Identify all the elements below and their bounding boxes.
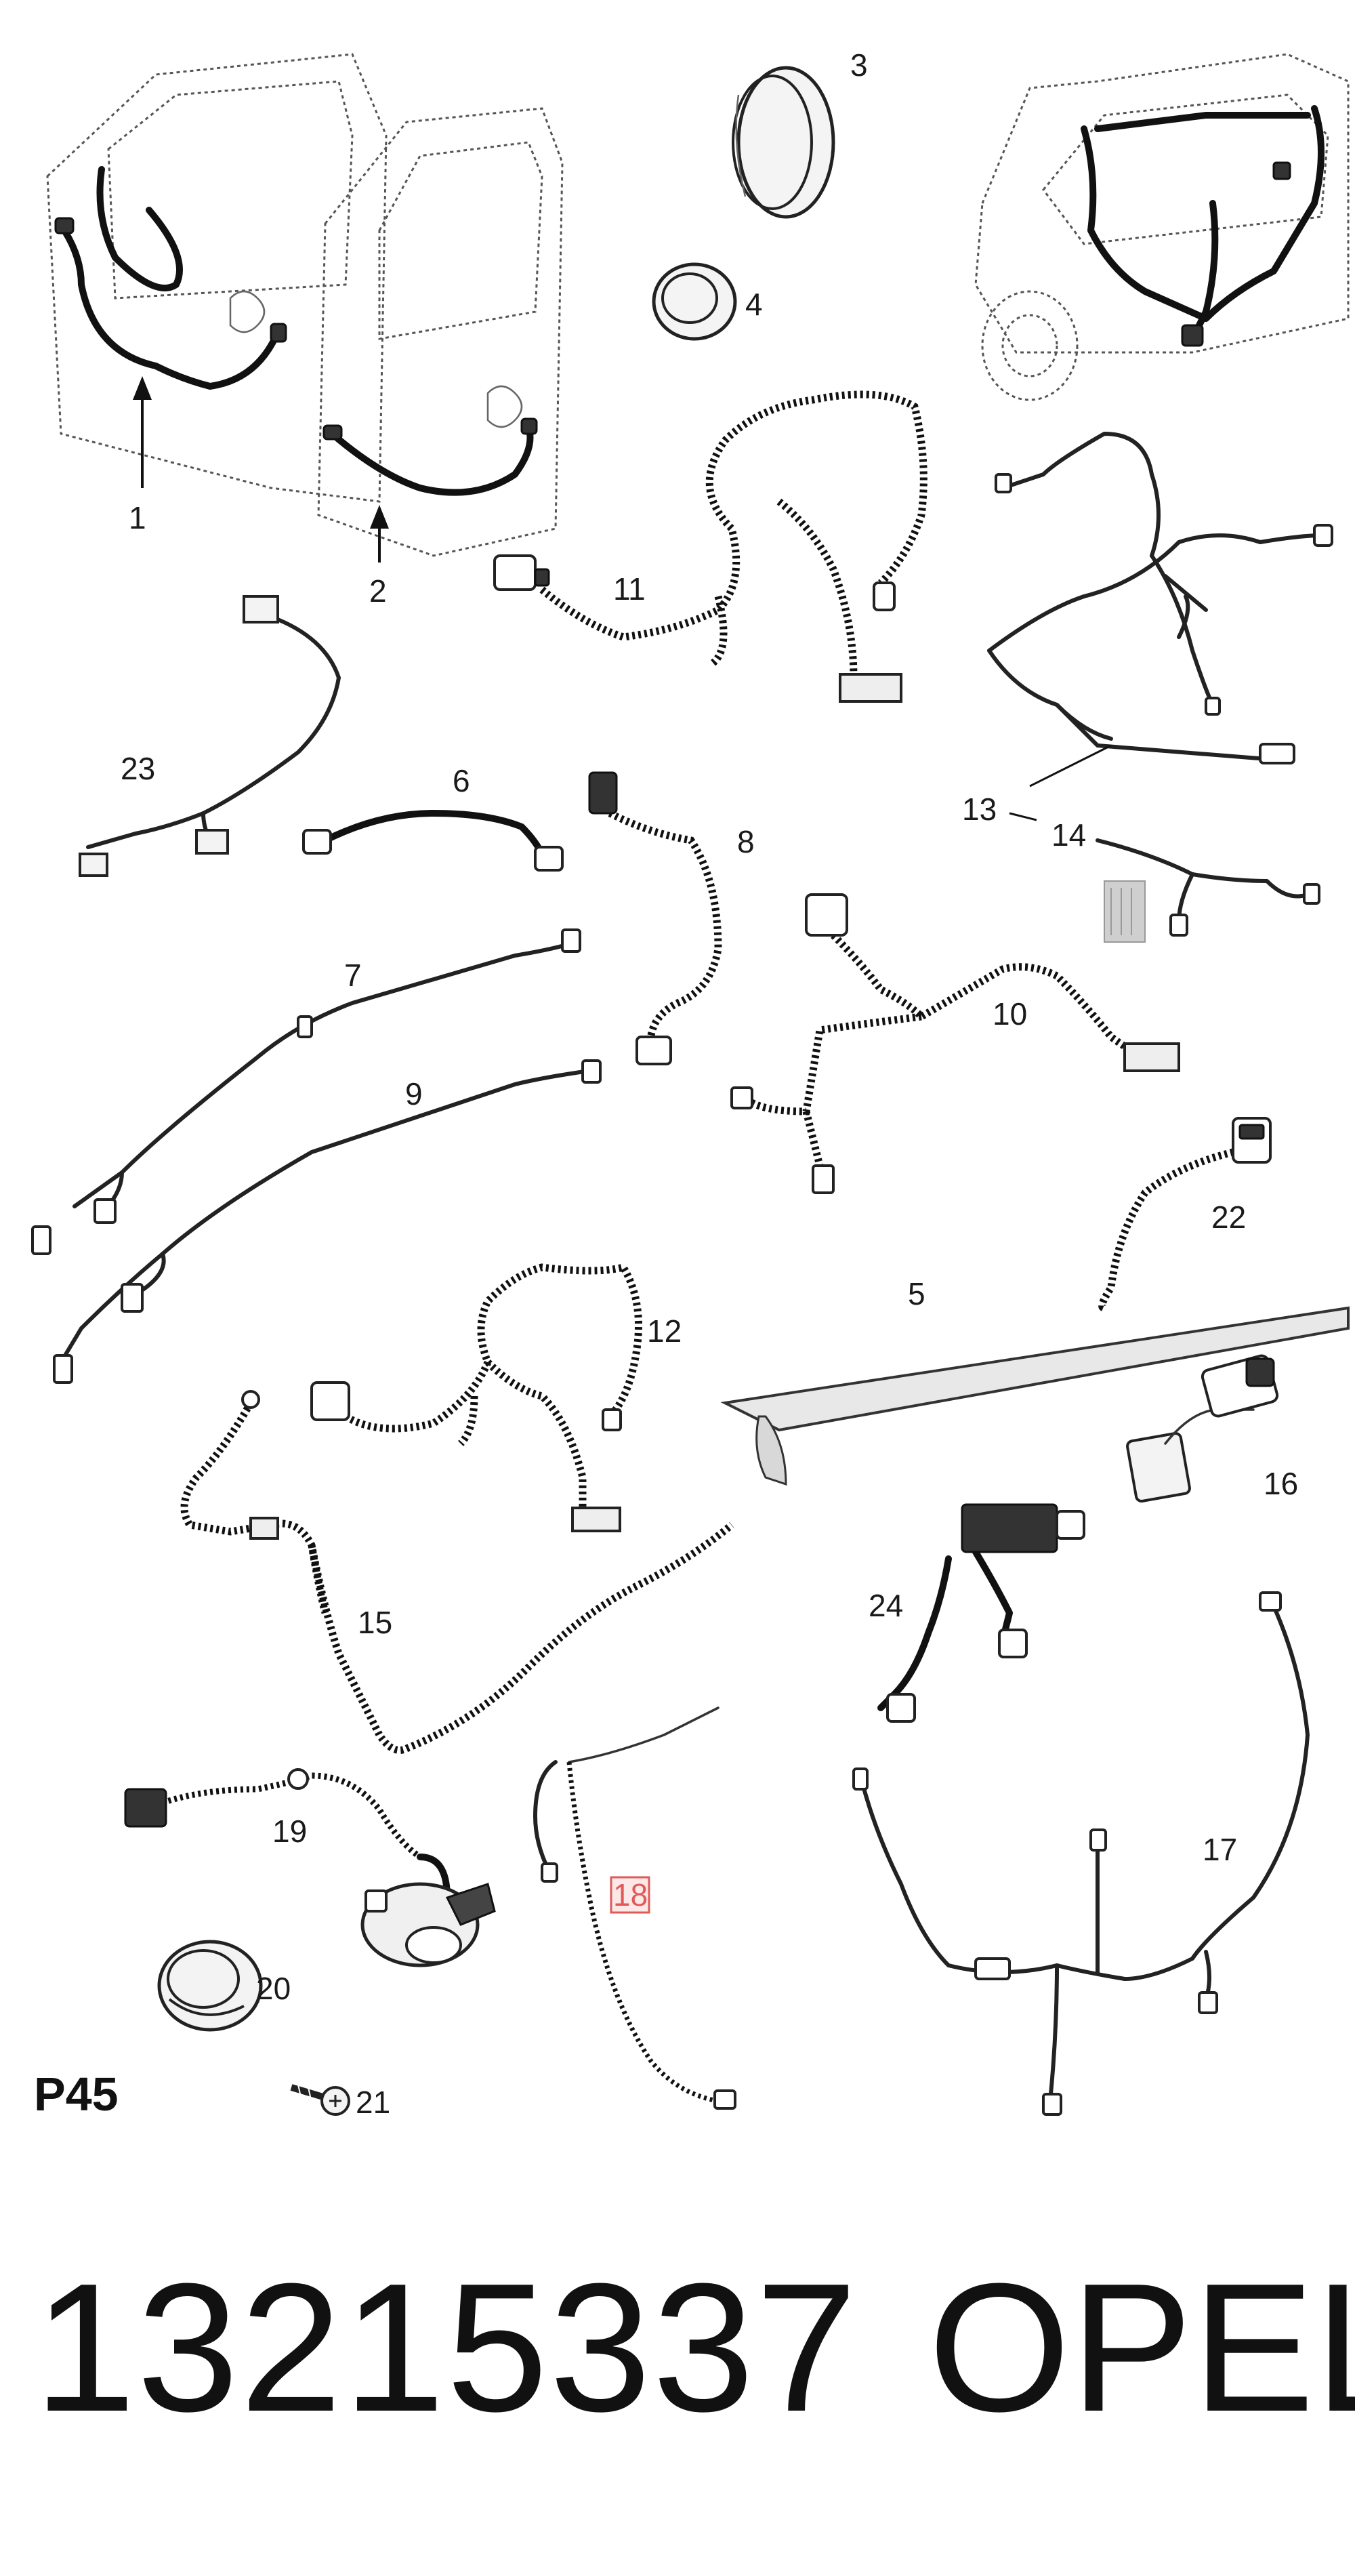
part-number: 13215337 xyxy=(34,2246,859,2450)
brand-name: OPEL xyxy=(928,2246,1355,2450)
callout-9: 9 xyxy=(405,1076,423,1111)
harness-9 xyxy=(53,1059,602,1384)
callout-13: 13 xyxy=(962,792,997,827)
callout-4: 4 xyxy=(745,287,763,322)
callout-17: 17 xyxy=(1203,1832,1237,1867)
callout-24: 24 xyxy=(869,1588,903,1623)
module-icon xyxy=(1104,880,1146,943)
harness-24 xyxy=(877,1503,1085,1723)
harness-6 xyxy=(302,810,564,872)
harness-17 xyxy=(852,1591,1310,2116)
grommet-small xyxy=(652,262,737,341)
page-label: P45 xyxy=(34,2068,119,2121)
socket-cap xyxy=(157,1940,263,2032)
harness-11 xyxy=(493,390,927,703)
callout-16: 16 xyxy=(1264,1466,1298,1501)
harness-12 xyxy=(310,1263,642,1532)
callout-20: 20 xyxy=(256,1971,291,2006)
harness-18 xyxy=(533,1706,736,2110)
harness-8 xyxy=(588,771,722,1065)
trailer-socket-assembly xyxy=(360,1854,496,1967)
wiring-harness-exploded-diagram: 1 2 3 4 5 6 7 8 9 10 11 12 13 14 15 16 1… xyxy=(31,47,1350,2120)
grommet-large xyxy=(732,66,835,219)
callout-21: 21 xyxy=(356,2085,390,2120)
harness-7 xyxy=(31,928,581,1255)
callout-7: 7 xyxy=(344,958,362,993)
screw xyxy=(290,2084,350,2116)
callout-3: 3 xyxy=(850,47,868,83)
callout-11: 11 xyxy=(613,571,646,607)
callout-2: 2 xyxy=(369,573,387,609)
callout-19: 19 xyxy=(272,1814,307,1849)
harness-14 xyxy=(1096,838,1320,943)
rear-hatch-illustration xyxy=(974,53,1350,401)
rear-doors-illustration xyxy=(46,53,564,563)
harness-22 xyxy=(1098,1117,1272,1312)
callout-14: 14 xyxy=(1051,817,1086,853)
callout-10: 10 xyxy=(993,996,1027,1031)
harness-23 xyxy=(79,595,341,877)
callout-5: 5 xyxy=(908,1276,925,1311)
sill-panel xyxy=(720,1306,1350,1486)
harness-15 xyxy=(180,1390,734,1754)
callout-15: 15 xyxy=(358,1605,392,1640)
harness-19 xyxy=(124,1768,422,1860)
callout-8: 8 xyxy=(737,824,755,859)
callout-18: 18 xyxy=(613,1877,648,1913)
callout-22: 22 xyxy=(1211,1200,1246,1235)
harness-10 xyxy=(730,893,1180,1194)
part-16-module xyxy=(1126,1354,1279,1502)
callout-12: 12 xyxy=(647,1313,682,1349)
callout-6: 6 xyxy=(453,763,470,798)
callout-1: 1 xyxy=(129,500,146,535)
callout-18-highlight: 18 xyxy=(610,1876,650,1914)
harness-13 xyxy=(987,432,1333,821)
callout-23: 23 xyxy=(121,751,155,786)
